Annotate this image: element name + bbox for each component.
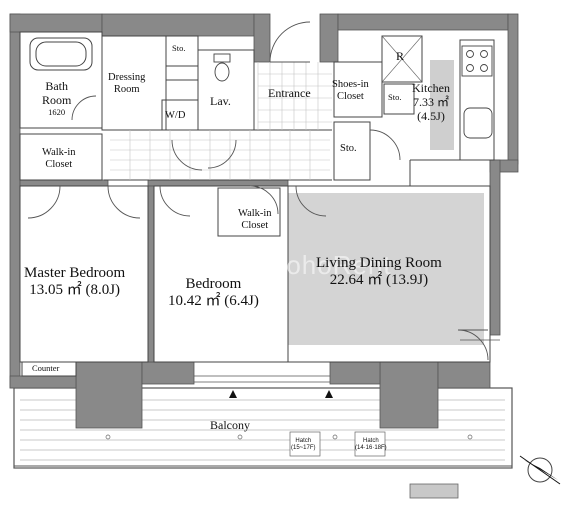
ldk-floor [288, 193, 484, 345]
shoes-closet-label: Shoes-in Closet [332, 79, 369, 103]
stove-icon [461, 45, 493, 77]
tile-grid [110, 62, 332, 180]
living-dining-label: Living Dining Room 22.64 ㎡ (13.9J) [316, 255, 442, 289]
bath-room-label: Bath Room 1620 [42, 79, 72, 117]
walkin-closet-1-label: Walk-in Closet [42, 147, 76, 171]
north-arrow-icon [519, 455, 561, 485]
entry-marker-right [325, 390, 333, 398]
kitchen-label: Kitchen 7.33 ㎡ (4.5J) [412, 81, 450, 123]
storage-kitchen-label: Sto. [388, 92, 402, 102]
hatch-2-label: Hatch (14·16·18F) [355, 438, 387, 451]
kitchen-strip [430, 60, 454, 150]
walkin-closet-2-label: Walk-in Closet [238, 208, 272, 232]
entry-marker-left [229, 390, 237, 398]
counter-label: Counter [32, 363, 60, 373]
toilet-icon [213, 53, 231, 82]
balcony-label: Balcony [210, 418, 250, 432]
washer-dryer-label: W/D [165, 110, 186, 121]
door-swings [27, 21, 489, 361]
hatch-1-label: Hatch (15~17F) [291, 438, 316, 451]
bedroom-label: Bedroom 10.42 ㎡ (6.4J) [168, 276, 259, 310]
storage-top-label: Sto. [172, 43, 186, 53]
sink-icon [463, 107, 493, 139]
master-bedroom-label: Master Bedroom 13.05 ㎡ (8.0J) [24, 265, 126, 299]
interior-lines [19, 31, 495, 377]
storage-hall-label: Sto. [340, 143, 357, 154]
window-lines [194, 339, 500, 383]
refrigerator-label: R [396, 49, 405, 63]
lavatory-label: Lav. [210, 94, 231, 108]
dressing-room-label: Dressing Room [108, 72, 146, 96]
refrigerator-icon [381, 35, 423, 83]
walls [9, 13, 519, 429]
entrance-label: Entrance [268, 86, 311, 100]
watermark: SohoRent [268, 250, 392, 280]
